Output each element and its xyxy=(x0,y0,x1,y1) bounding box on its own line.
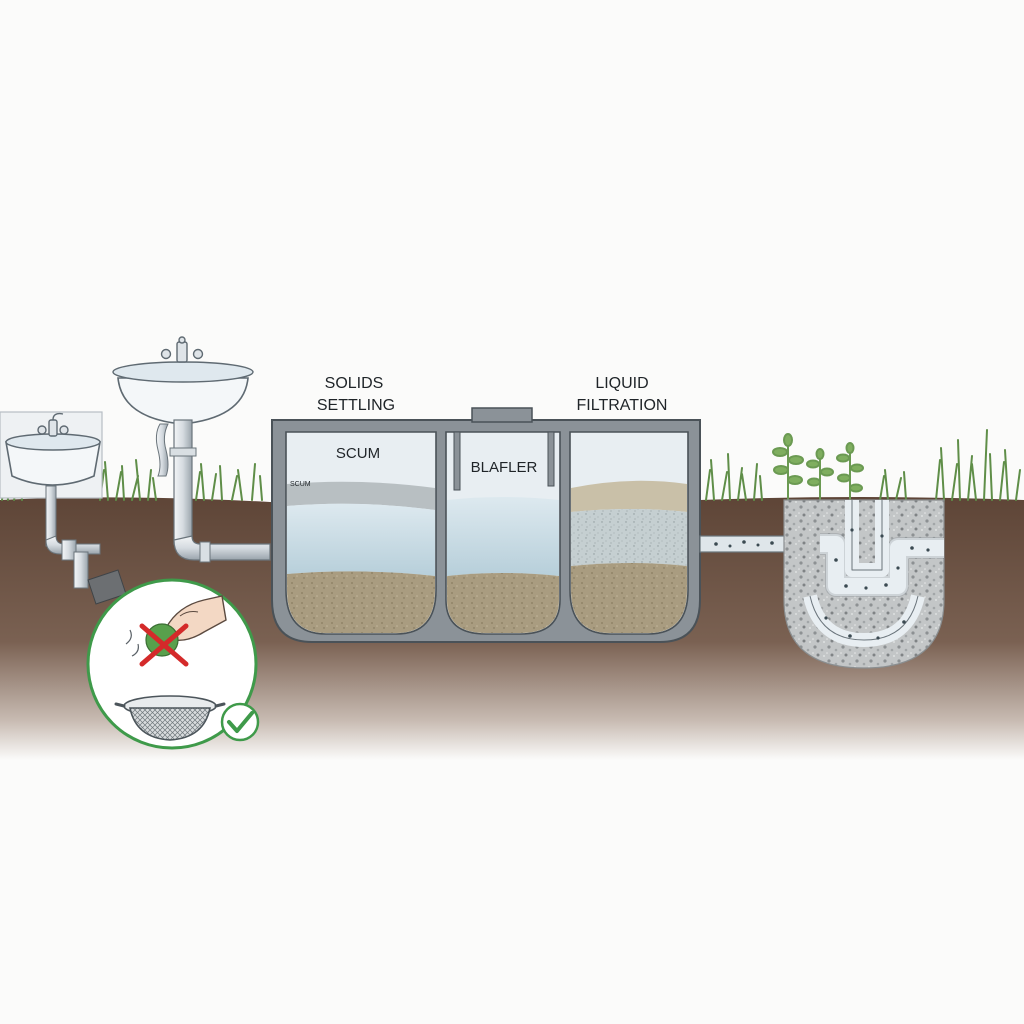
tank-chamber-baffle xyxy=(445,431,561,635)
cross-icon xyxy=(139,623,189,667)
label-solids-settling-line1: SOLIDS xyxy=(325,375,384,392)
tank-chamber-filtration xyxy=(569,431,689,635)
check-icon xyxy=(220,702,260,742)
strainer-icon xyxy=(114,695,226,741)
pedestal-sink xyxy=(112,336,271,563)
label-scum: SCUM xyxy=(336,445,380,462)
sprouts xyxy=(772,433,864,500)
grass xyxy=(1,429,1021,501)
septic-tank xyxy=(271,407,701,643)
label-baffle: BLAFLER xyxy=(471,459,538,476)
label-liquid-filtration-line1: LIQUID xyxy=(595,375,648,392)
faucet-icon xyxy=(37,412,69,437)
tank-chamber-solids xyxy=(285,431,437,635)
label-liquid-filtration-line2: FILTRATION xyxy=(577,397,668,414)
label-scum-small: SCUM xyxy=(290,481,311,488)
wall-sink xyxy=(0,411,127,605)
drain-field xyxy=(783,499,945,669)
strainer-tip-callout xyxy=(86,578,260,750)
faucet-icon xyxy=(160,336,204,363)
label-solids-settling-line2: SETTLING xyxy=(317,397,395,414)
